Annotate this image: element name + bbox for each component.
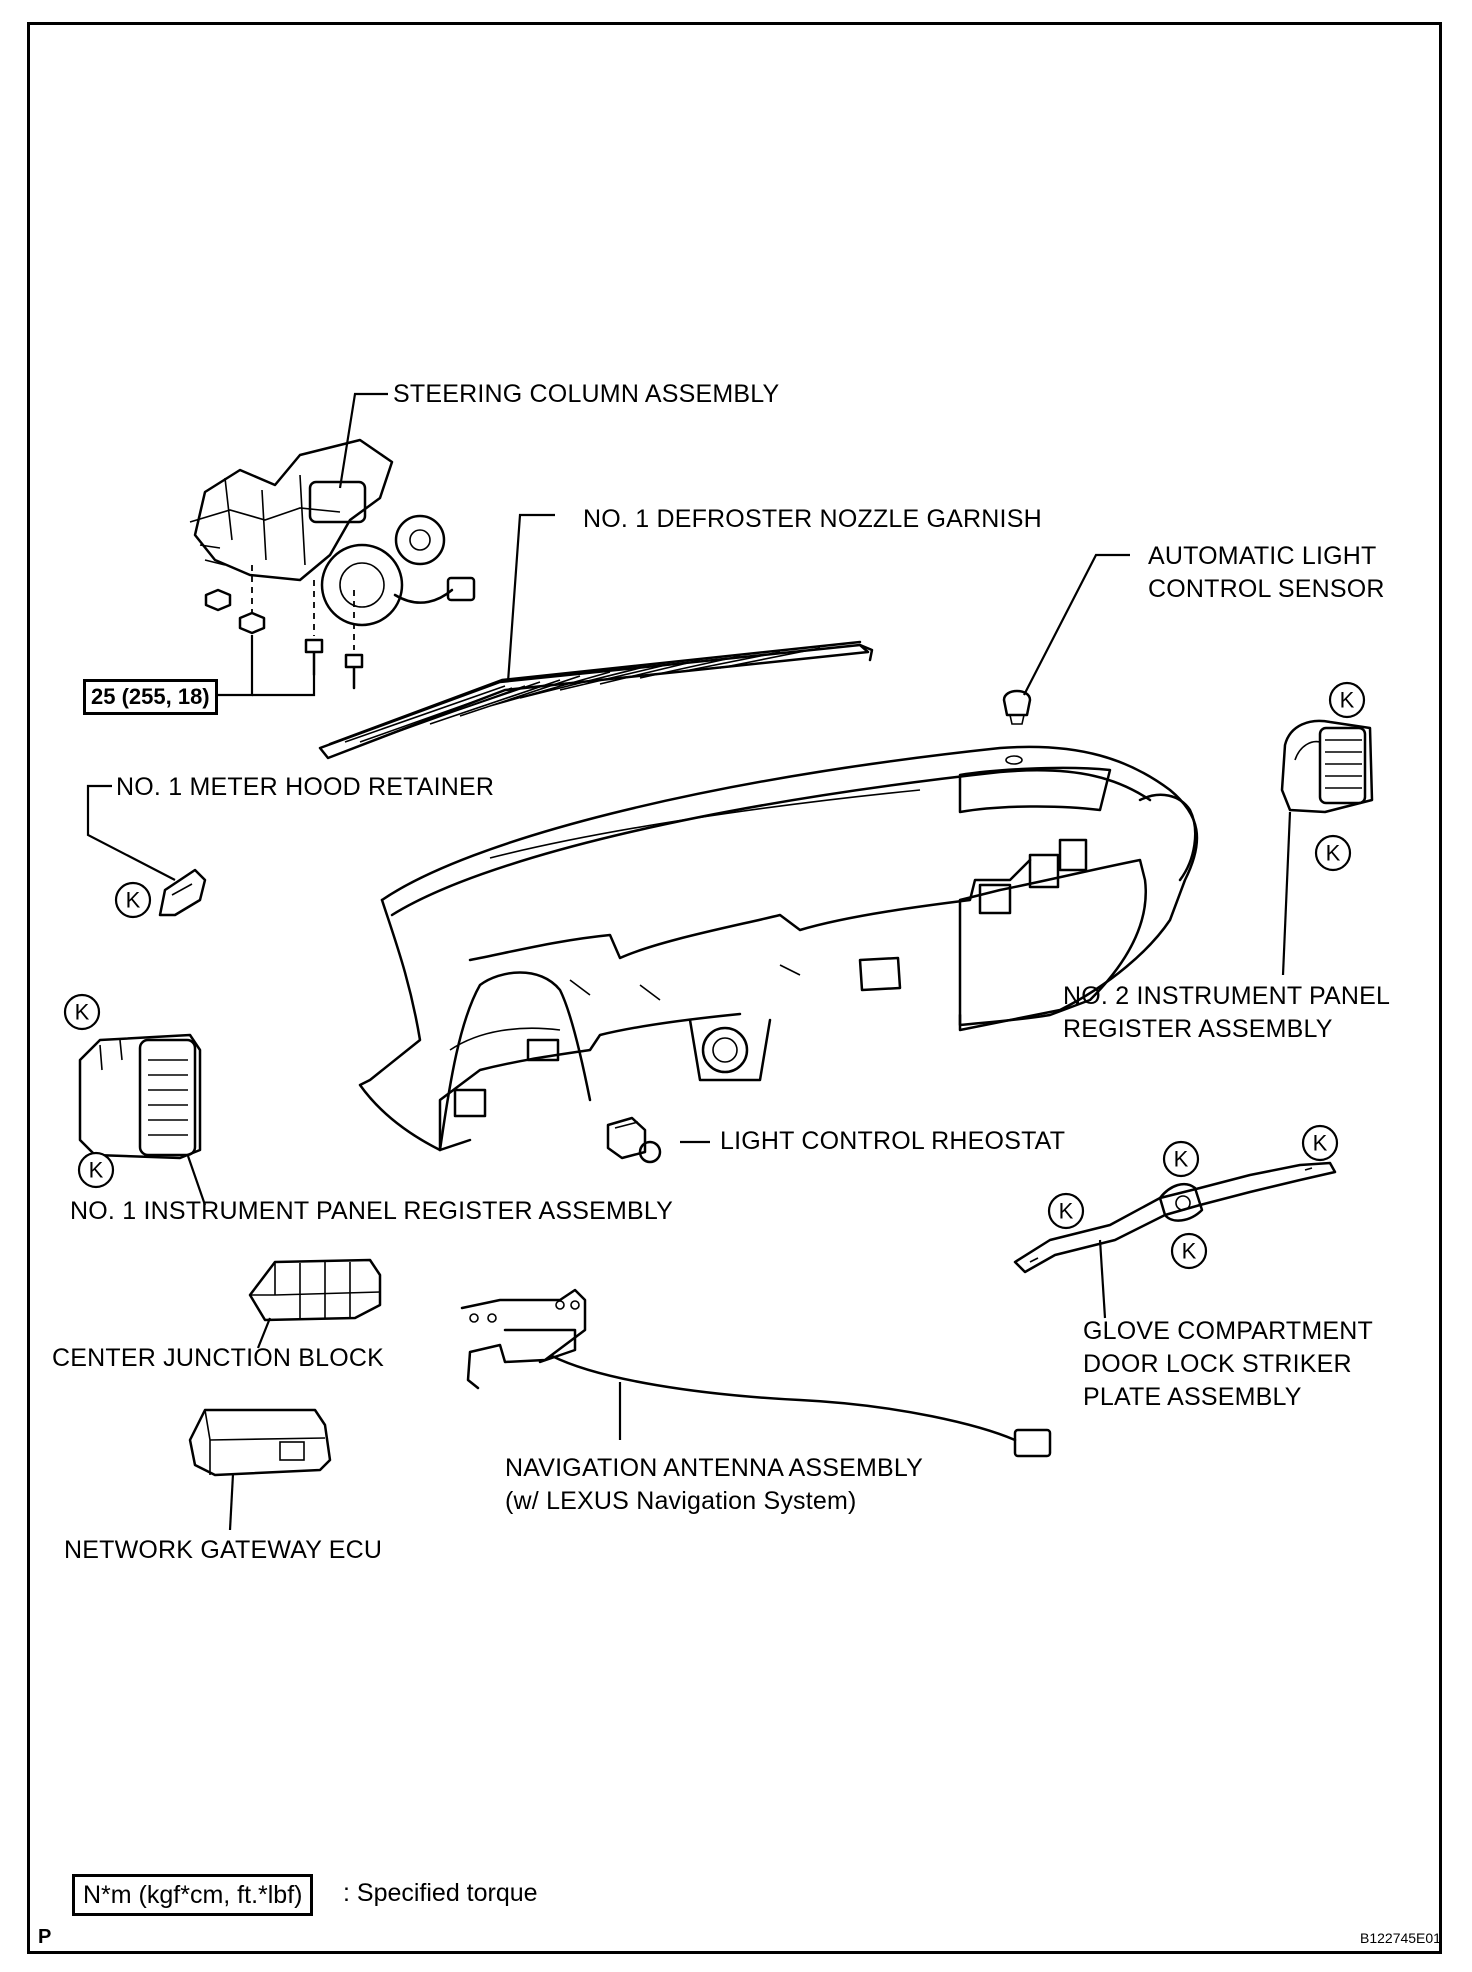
clip-k-striker-a-label: K <box>1059 1199 1074 1224</box>
meter-hood-retainer-drawing <box>158 868 207 917</box>
figure-code: B122745E01 <box>1360 1930 1441 1946</box>
label-network-ecu: NETWORK GATEWAY ECU <box>64 1536 383 1564</box>
torque-spec-box: 25 (255, 18) <box>83 679 218 715</box>
clip-k-striker-b-label: K <box>1174 1147 1189 1172</box>
label-center-junction: CENTER JUNCTION BLOCK <box>52 1344 385 1372</box>
legend-torque-unit: N*m (kgf*cm, ft.*lbf) <box>72 1874 314 1916</box>
center-junction-drawing <box>248 1258 382 1322</box>
auto-light-sensor-drawing <box>1002 689 1032 725</box>
defroster-garnish-drawing <box>318 640 874 760</box>
clip-k-no2-lower <box>1314 834 1352 872</box>
label-auto-light-sensor-line2: CONTROL SENSOR <box>1148 575 1385 603</box>
label-glove-striker-line3: PLATE ASSEMBLY <box>1083 1383 1302 1411</box>
clip-k-no1-lower-label: K <box>89 1158 104 1183</box>
clip-k-striker-d-label: K <box>1182 1239 1197 1264</box>
clip-k-no2-upper-label: K <box>1340 688 1355 713</box>
label-defroster-garnish: NO. 1 DEFROSTER NOZZLE GARNISH <box>583 505 1042 533</box>
label-no1-register: NO. 1 INSTRUMENT PANEL REGISTER ASSEMBLY <box>70 1197 674 1225</box>
clip-k-striker-c <box>1301 1124 1339 1162</box>
label-glove-striker-line2: DOOR LOCK STRIKER <box>1083 1350 1352 1378</box>
clip-k-striker-d <box>1170 1232 1208 1270</box>
label-nav-antenna-line1: NAVIGATION ANTENNA ASSEMBLY <box>505 1454 924 1482</box>
network-ecu-drawing <box>188 1408 332 1477</box>
label-steering-column: STEERING COLUMN ASSEMBLY <box>393 380 780 408</box>
steering-column-drawing <box>189 438 476 690</box>
clip-k-no2-upper <box>1328 681 1366 719</box>
instrument-panel-drawing <box>358 745 1199 1152</box>
clip-k-no1-upper <box>63 993 101 1031</box>
legend-torque-description: : Specified torque <box>343 1879 538 1907</box>
diagram-frame <box>27 22 1442 1954</box>
clip-k-meter-hood <box>114 881 152 919</box>
clip-k-no2-lower-label: K <box>1326 841 1341 866</box>
clip-k-meter-hood-label: K <box>126 888 141 913</box>
label-light-rheostat: LIGHT CONTROL RHEOSTAT <box>720 1127 1066 1155</box>
glove-striker-drawing <box>1013 1161 1337 1274</box>
label-glove-striker-line1: GLOVE COMPARTMENT <box>1083 1317 1374 1345</box>
clip-k-no1-lower <box>77 1151 115 1189</box>
label-no2-register-line2: REGISTER ASSEMBLY <box>1063 1015 1333 1043</box>
no2-register-drawing <box>1280 719 1374 814</box>
clip-k-striker-a <box>1047 1192 1085 1230</box>
label-auto-light-sensor-line1: AUTOMATIC LIGHT <box>1148 542 1377 570</box>
corner-mark: P <box>38 1926 52 1948</box>
label-meter-hood-retainer: NO. 1 METER HOOD RETAINER <box>116 773 495 801</box>
nav-antenna-drawing <box>460 1288 1052 1458</box>
light-rheostat-drawing <box>606 1116 662 1164</box>
label-no2-register-line1: NO. 2 INSTRUMENT PANEL <box>1063 982 1391 1010</box>
clip-k-striker-c-label: K <box>1313 1131 1328 1156</box>
clip-k-striker-b <box>1162 1140 1200 1178</box>
clip-k-no1-upper-label: K <box>75 1000 90 1025</box>
label-nav-antenna-line2: (w/ LEXUS Navigation System) <box>505 1487 857 1515</box>
no1-register-drawing <box>78 1033 202 1160</box>
